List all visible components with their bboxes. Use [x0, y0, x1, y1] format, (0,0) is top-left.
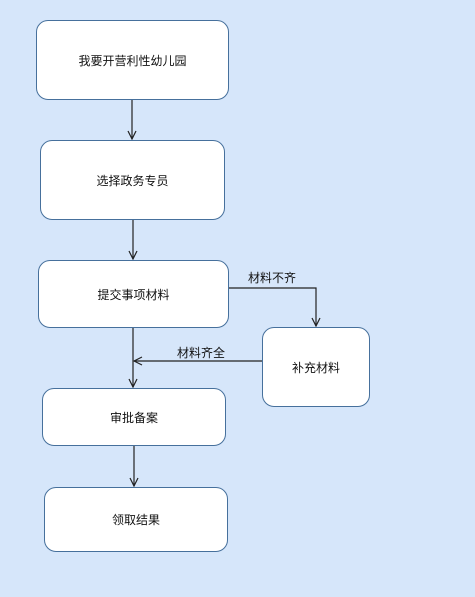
- node-start: 我要开营利性幼儿园: [36, 20, 229, 100]
- node-review-filing: 审批备案: [42, 388, 226, 446]
- label-materials-complete: 材料齐全: [177, 346, 226, 360]
- label-materials-incomplete: 材料不齐: [248, 271, 297, 285]
- arrow-submit-to-supplement: [229, 287, 316, 326]
- node-choose-specialist: 选择政务专员: [40, 140, 225, 220]
- node-receive-result: 领取结果: [44, 487, 228, 552]
- node-supplement-materials: 补充材料: [262, 327, 370, 407]
- node-submit-materials: 提交事项材料: [38, 260, 229, 328]
